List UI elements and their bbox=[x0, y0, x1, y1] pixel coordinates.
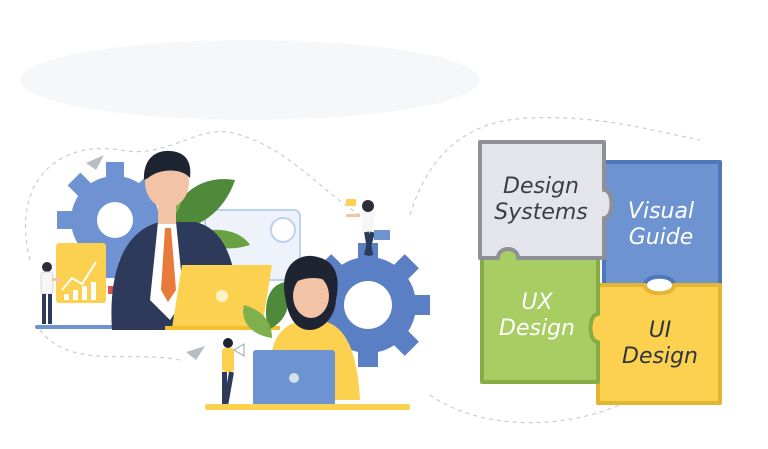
megaphone-icon bbox=[233, 343, 245, 357]
window-circle-icon bbox=[270, 217, 296, 243]
label-line: Systems bbox=[494, 200, 588, 225]
laptop-icon bbox=[253, 350, 335, 406]
label-line: Design bbox=[503, 174, 579, 199]
dashed-path-to-puzzle bbox=[409, 117, 701, 216]
label-design-systems: Design Systems bbox=[482, 174, 600, 226]
label-visual-guide: Visual Guide bbox=[600, 199, 722, 251]
label-line: Design bbox=[499, 316, 575, 341]
dashed-path-top bbox=[24, 130, 361, 261]
paper-plane-icon bbox=[86, 155, 104, 170]
label-line: Visual bbox=[627, 199, 695, 224]
label-ui-design: UI Design bbox=[598, 318, 722, 370]
background-wash bbox=[20, 40, 480, 120]
label-line: Design bbox=[622, 344, 698, 369]
leaf-icon bbox=[243, 282, 289, 338]
label-line: UX bbox=[521, 290, 553, 315]
person-megaphone-man bbox=[222, 338, 245, 405]
person-woman-on-gear bbox=[346, 199, 390, 256]
dashed-path-puzzle-bottom bbox=[429, 394, 621, 424]
envelope-icon bbox=[346, 199, 356, 206]
puzzle-piece-design-systems bbox=[478, 140, 614, 260]
label-ux-design: UX Design bbox=[482, 290, 592, 342]
chart-board bbox=[56, 243, 106, 303]
label-line: Guide bbox=[628, 225, 694, 250]
desk-line bbox=[205, 404, 410, 410]
label-line: UI bbox=[648, 318, 672, 343]
person-small-woman bbox=[40, 262, 62, 324]
paper-plane-icon bbox=[186, 346, 205, 360]
dashed-path-bottom bbox=[39, 329, 181, 361]
